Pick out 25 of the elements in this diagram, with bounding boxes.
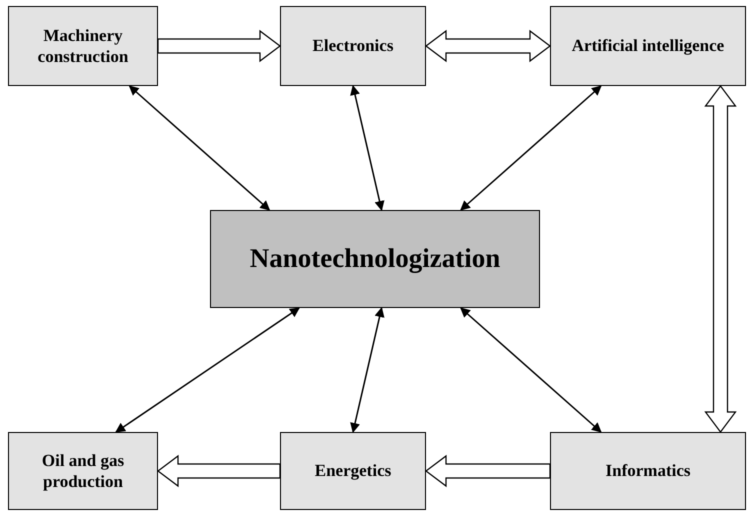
block-arrow	[157, 454, 281, 488]
process-box	[8, 6, 158, 86]
arrow	[115, 307, 300, 433]
box-label: Electronics	[312, 35, 394, 57]
block-arrow	[704, 85, 737, 433]
process-box	[550, 432, 746, 510]
process-box	[280, 432, 426, 510]
process-box	[280, 6, 426, 86]
box-label: Informatics	[606, 460, 690, 482]
arrow	[350, 85, 384, 211]
box-label: Machinery construction	[36, 24, 130, 68]
box-label: Artificial intelligence	[572, 35, 724, 57]
block-arrow	[425, 30, 551, 62]
arrow	[128, 85, 270, 211]
arrow	[350, 307, 384, 433]
block-arrow	[157, 30, 281, 62]
process-box	[550, 6, 746, 86]
block-arrow	[425, 454, 551, 488]
arrow	[460, 85, 602, 211]
box-label: Energetics	[314, 460, 392, 482]
box-label: Oil and gas production	[40, 450, 126, 492]
arrow	[460, 307, 602, 433]
process-box	[210, 210, 540, 308]
process-box	[8, 432, 158, 510]
box-label: Nanotechnologization	[250, 242, 500, 276]
